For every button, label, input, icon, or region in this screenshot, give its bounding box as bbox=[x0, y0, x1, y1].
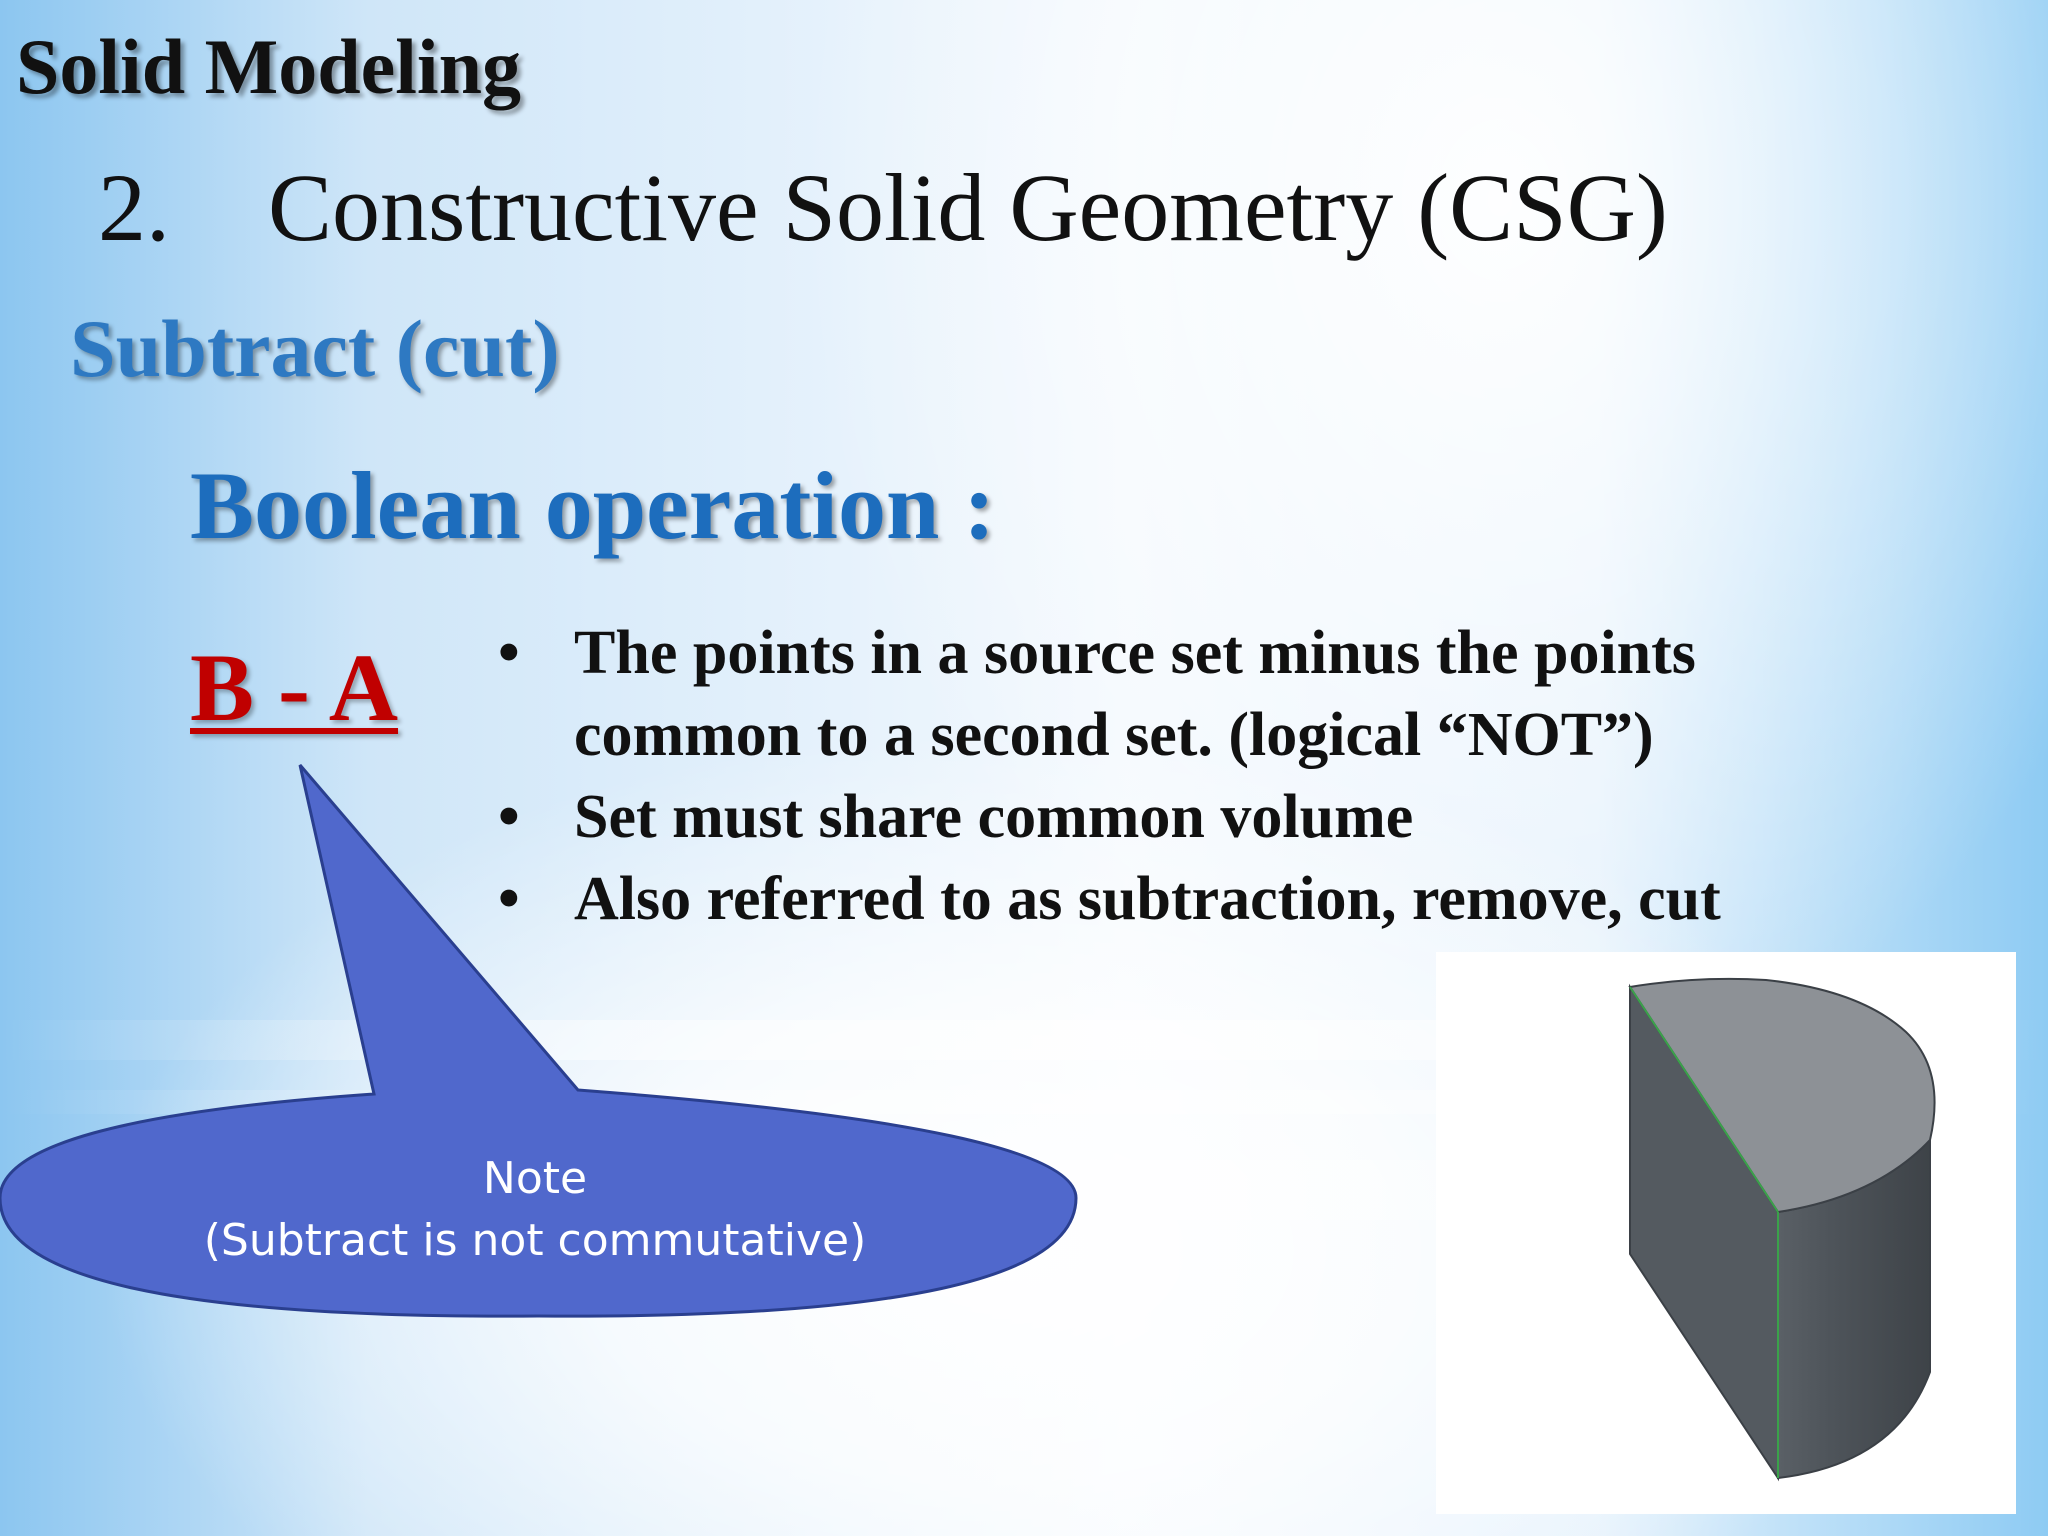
half-cylinder-icon bbox=[1628, 977, 1936, 1482]
bullet-item: • Also referred to as subtraction, remov… bbox=[490, 858, 1920, 940]
bullet-icon: • bbox=[498, 865, 520, 933]
bullet-item: • Set must share common volume bbox=[490, 776, 1920, 858]
callout-note: (Subtract is not commutative) bbox=[203, 1215, 867, 1266]
section-title: Solid Modeling bbox=[16, 23, 521, 110]
bullet-list: • The points in a source set minus the p… bbox=[490, 612, 1920, 940]
bullet-item: • The points in a source set minus the p… bbox=[490, 612, 1920, 776]
callout-title: Note bbox=[482, 1153, 588, 1204]
bullet-icon: • bbox=[498, 619, 520, 687]
main-heading: 2. Constructive Solid Geometry (CSG) bbox=[98, 152, 1668, 263]
bullet-text: Set must share common volume bbox=[574, 783, 1414, 851]
edge-highlight bbox=[1629, 986, 1779, 1213]
callout-shape bbox=[0, 764, 1078, 1318]
subtitle: Subtract (cut) bbox=[70, 303, 560, 394]
bullet-text: Also referred to as subtraction, remove,… bbox=[574, 865, 1721, 933]
boolean-operation-heading: Boolean operation : bbox=[190, 452, 996, 559]
bullet-text: The points in a source set minus the poi… bbox=[574, 619, 1696, 769]
bullet-icon: • bbox=[498, 783, 520, 851]
expression-label: B - A bbox=[190, 634, 399, 741]
callout-bubble bbox=[0, 764, 1078, 1318]
callout-text: Note (Subtract is not commutative) bbox=[150, 1148, 920, 1272]
heading-text: Constructive Solid Geometry (CSG) bbox=[268, 154, 1668, 261]
top-face bbox=[1628, 977, 1936, 1214]
heading-number: 2. bbox=[98, 154, 170, 261]
figure-panel bbox=[1436, 952, 2016, 1514]
